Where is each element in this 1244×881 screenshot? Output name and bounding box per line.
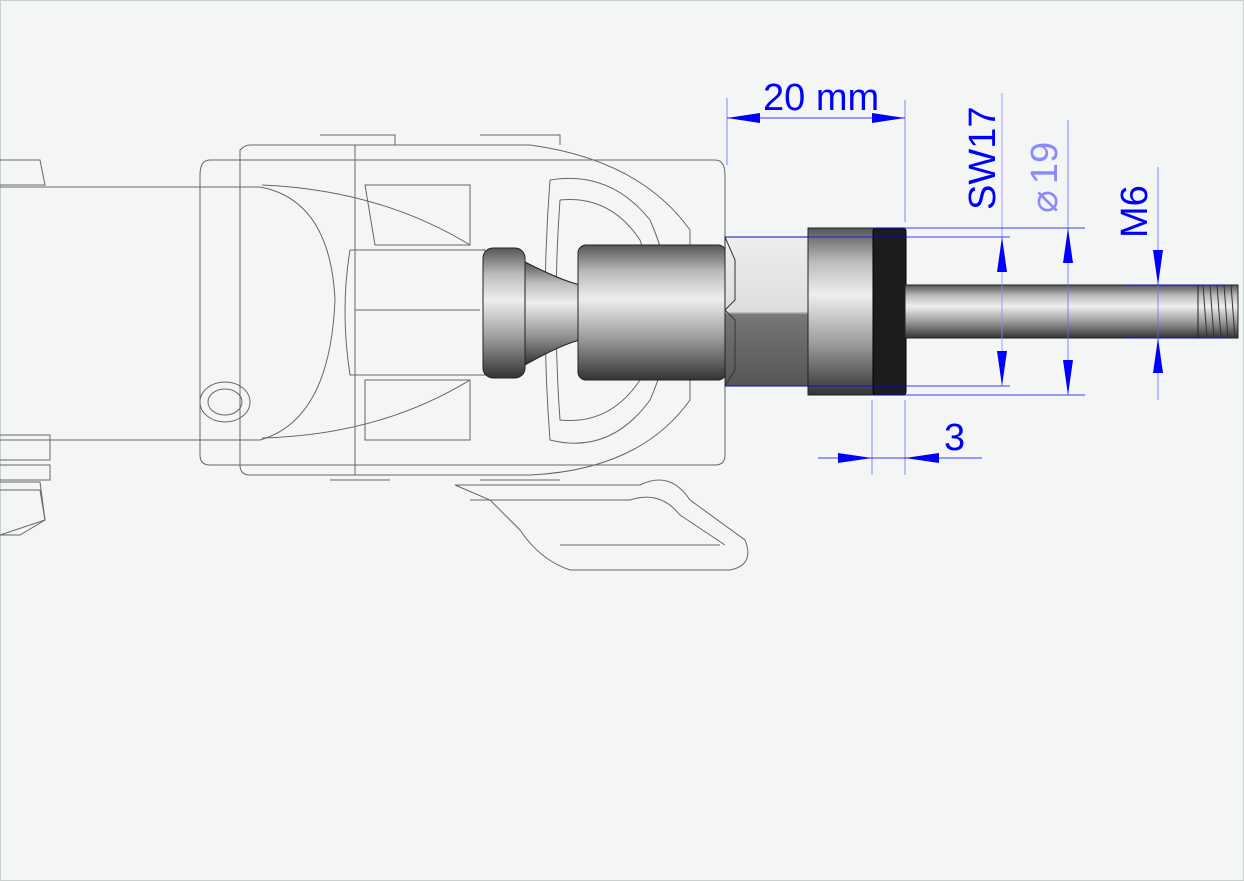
dimension-label-wrench-size: SW17 [962, 107, 1004, 210]
arrow-head [727, 113, 760, 123]
dimension-label-diameter: 19 [1024, 142, 1066, 184]
dimension-diameter-19 [873, 120, 1085, 396]
diameter-symbol: ⌀ [1024, 190, 1066, 213]
hex-nut [724, 236, 811, 387]
collar [807, 227, 875, 396]
dimension-label-length: 20 mm [763, 77, 879, 119]
threaded-shaft [904, 284, 1239, 339]
seal-ring [872, 227, 907, 396]
dimension-m6 [1123, 167, 1225, 400]
dimension-sw17 [725, 93, 1010, 387]
arrow-head [872, 113, 905, 123]
ball-stud [482, 244, 727, 381]
svg-text:⌀19: ⌀ 19 [1024, 142, 1066, 213]
dimension-20mm [726, 98, 906, 222]
dimension-label-ring-width: 3 [944, 417, 965, 459]
dimension-3 [818, 400, 982, 475]
dimension-label-thread: M6 [1114, 185, 1156, 238]
